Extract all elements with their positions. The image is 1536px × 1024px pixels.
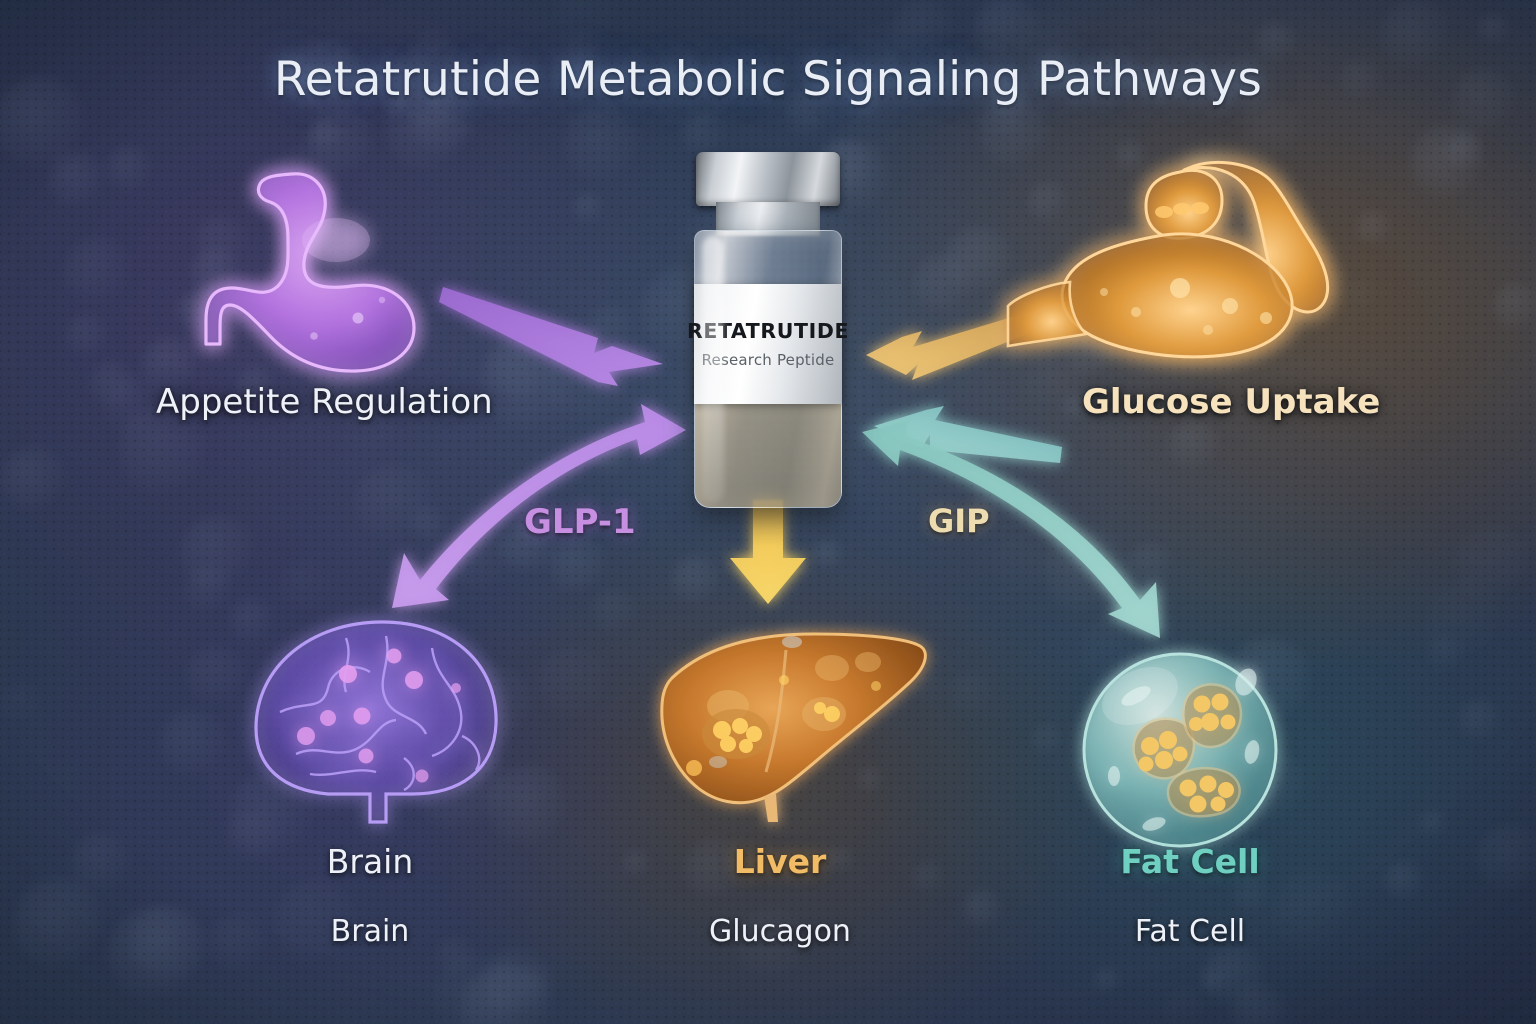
label-glp1-pathway: GLP-1 [524, 502, 636, 542]
label-brain-primary: Brain [326, 842, 414, 881]
label-brain-node: Brain Brain [210, 842, 530, 949]
label-fat-cell-primary: Fat Cell [1120, 842, 1260, 881]
label-liver-primary: Liver [733, 842, 827, 881]
retatrutide-vial[interactable]: RETATRUTIDE Research Peptide [672, 152, 864, 508]
fat-cell-icon [1070, 648, 1298, 856]
label-fat-cell-secondary: Fat Cell [1134, 913, 1246, 949]
flexed-bicep-icon [1006, 160, 1338, 365]
label-fat-cell-node: Fat Cell Fat Cell [1030, 842, 1350, 949]
label-liver-node: Liver Glucagon [620, 842, 940, 949]
vial-label: RETATRUTIDE Research Peptide [687, 284, 848, 404]
stomach-icon [186, 168, 456, 378]
liver-icon [636, 622, 936, 837]
vial-product-subtitle: Research Peptide [701, 351, 835, 369]
vial-product-name: RETATRUTIDE [686, 319, 850, 343]
label-glucose-uptake: Glucose Uptake [1082, 382, 1381, 422]
label-liver-secondary: Glucagon [709, 913, 851, 949]
label-brain-secondary: Brain [330, 913, 410, 949]
label-gip-pathway: GIP [928, 502, 990, 540]
label-appetite-regulation: Appetite Regulation [156, 382, 493, 422]
brain-icon [236, 608, 526, 843]
vial-cap [696, 152, 840, 206]
page-title: Retatrutide Metabolic Signaling Pathways [273, 52, 1263, 107]
